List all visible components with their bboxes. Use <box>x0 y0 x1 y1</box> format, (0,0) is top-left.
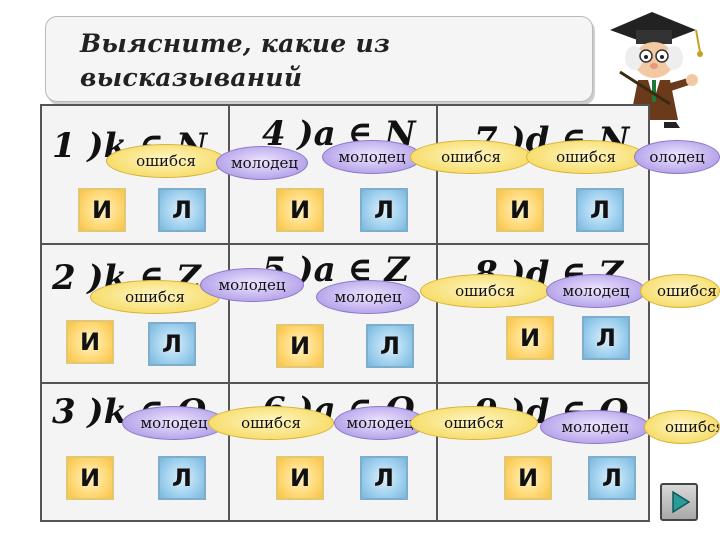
title-line-1: Выясните, какие из высказываний <box>80 29 391 92</box>
feedback-right-bubble: молодец <box>546 274 646 308</box>
true-button[interactable]: И <box>66 320 114 364</box>
feedback-wrong-bubble: ошибся <box>90 280 220 314</box>
play-arrow-icon <box>672 490 691 514</box>
false-button[interactable]: Л <box>366 324 414 368</box>
feedback-right-bubble: молодец <box>216 146 308 180</box>
feedback-wrong-bubble: ошибся <box>644 410 720 444</box>
true-button[interactable]: И <box>504 456 552 500</box>
true-button[interactable]: И <box>66 456 114 500</box>
false-button[interactable]: Л <box>148 322 196 366</box>
feedback-wrong-bubble: ошибся <box>410 140 532 174</box>
feedback-right-bubble: олодец <box>634 140 720 174</box>
grid-divider <box>42 243 648 245</box>
grid-divider <box>436 106 438 520</box>
next-button[interactable] <box>660 483 698 521</box>
false-button[interactable]: Л <box>360 188 408 232</box>
true-button[interactable]: И <box>276 188 324 232</box>
false-button[interactable]: Л <box>576 188 624 232</box>
feedback-wrong-bubble: ошибся <box>526 140 646 174</box>
true-button[interactable]: И <box>276 324 324 368</box>
feedback-wrong-bubble: ошибся <box>208 406 334 440</box>
true-button[interactable]: И <box>78 188 126 232</box>
grid-divider <box>42 382 648 384</box>
feedback-wrong-bubble: ошибся <box>106 144 226 178</box>
true-button[interactable]: И <box>496 188 544 232</box>
feedback-right-bubble: молодец <box>540 410 650 444</box>
feedback-right-bubble: молодец <box>200 268 304 302</box>
true-button[interactable]: И <box>276 456 324 500</box>
feedback-right-bubble: молодец <box>316 280 420 314</box>
title-box: Выясните, какие из высказываний истинные… <box>45 16 593 126</box>
feedback-wrong-bubble: ошибся <box>420 274 550 308</box>
false-button[interactable]: Л <box>360 456 408 500</box>
false-button[interactable]: Л <box>158 456 206 500</box>
grid-divider <box>228 106 230 520</box>
feedback-wrong-bubble: ошибся <box>410 406 538 440</box>
false-button[interactable]: Л <box>158 188 206 232</box>
true-button[interactable]: И <box>506 316 554 360</box>
false-button[interactable]: Л <box>582 316 630 360</box>
false-button[interactable]: Л <box>588 456 636 500</box>
feedback-right-bubble: молодец <box>322 140 422 174</box>
feedback-wrong-bubble: ошибся <box>640 274 720 308</box>
